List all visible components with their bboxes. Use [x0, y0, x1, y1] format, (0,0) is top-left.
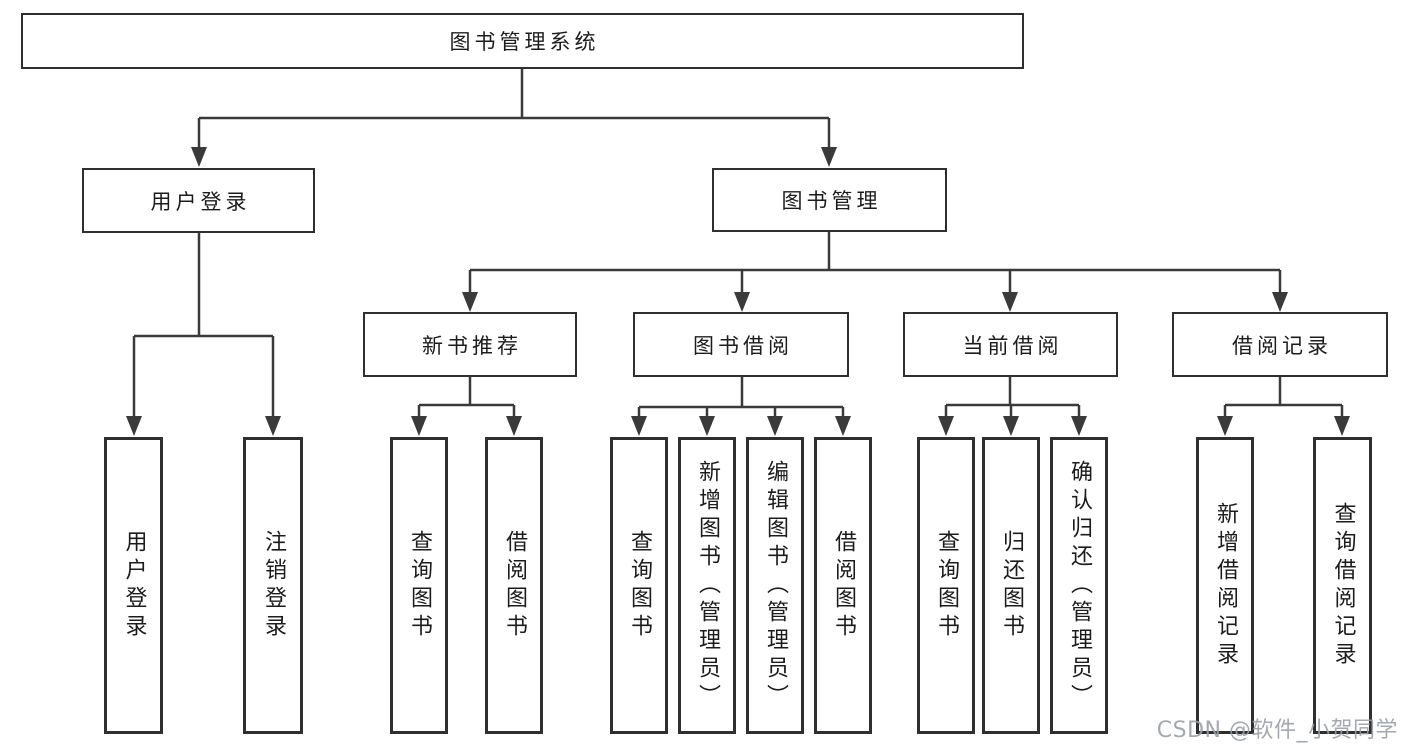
leaf-confirm-return-admin-label: 确认归还（管理员） [1067, 459, 1092, 712]
node-user-login: 用户登录 [82, 168, 315, 233]
leaf-add-borrow-record: 新增借阅记录 [1196, 437, 1254, 734]
leaf-query-books-borrow: 查询图书 [610, 437, 668, 734]
node-current-borrowing: 当前借阅 [903, 312, 1118, 377]
leaf-add-borrow-record-label: 新增借阅记录 [1213, 501, 1238, 670]
leaf-add-books-admin: 新增图书（管理员） [678, 437, 736, 734]
node-library-system-label: 图书管理系统 [449, 30, 600, 54]
leaf-query-books-recommend-label: 查询图书 [407, 529, 432, 642]
leaf-return-books: 归还图书 [982, 437, 1040, 734]
leaf-borrow-books-recommend-label: 借阅图书 [502, 529, 527, 642]
leaf-query-books-recommend: 查询图书 [390, 437, 448, 734]
watermark: CSDN @软件_小贺同学 [1156, 718, 1398, 743]
leaf-query-borrow-record: 查询借阅记录 [1313, 437, 1372, 734]
node-borrowing-records-label: 借阅记录 [1232, 333, 1332, 358]
leaf-user-login-label: 用户登录 [121, 529, 147, 642]
leaf-logout-login: 注销登录 [243, 437, 303, 734]
node-book-management-label: 图书管理 [781, 189, 882, 213]
leaf-user-login: 用户登录 [104, 437, 163, 734]
leaf-borrow-books: 借阅图书 [814, 437, 872, 734]
leaf-edit-books-admin-label: 编辑图书（管理员） [763, 459, 788, 712]
node-book-borrowing-label: 图书借阅 [693, 333, 793, 358]
leaf-query-books-borrow-label: 查询图书 [627, 529, 652, 642]
leaf-edit-books-admin: 编辑图书（管理员） [746, 437, 804, 734]
leaf-confirm-return-admin: 确认归还（管理员） [1050, 437, 1108, 734]
leaf-query-books-current: 查询图书 [917, 437, 975, 734]
leaf-borrow-books-recommend: 借阅图书 [485, 437, 543, 734]
leaf-borrow-books-label: 借阅图书 [831, 529, 856, 642]
node-book-borrowing: 图书借阅 [633, 312, 849, 377]
node-new-book-recommendation-label: 新书推荐 [422, 333, 522, 358]
node-borrowing-records: 借阅记录 [1172, 312, 1388, 377]
leaf-add-books-admin-label: 新增图书（管理员） [695, 459, 720, 712]
node-current-borrowing-label: 当前借阅 [962, 333, 1063, 358]
leaf-query-borrow-record-label: 查询借阅记录 [1330, 501, 1356, 670]
leaf-return-books-label: 归还图书 [999, 529, 1024, 642]
leaf-logout-login-label: 注销登录 [261, 529, 286, 642]
node-book-management: 图书管理 [712, 168, 947, 232]
node-new-book-recommendation: 新书推荐 [363, 312, 577, 377]
node-library-system: 图书管理系统 [21, 13, 1024, 69]
leaf-query-books-current-label: 查询图书 [934, 529, 959, 642]
arrowheads [126, 147, 1350, 436]
node-user-login-label: 用户登录 [150, 189, 251, 214]
